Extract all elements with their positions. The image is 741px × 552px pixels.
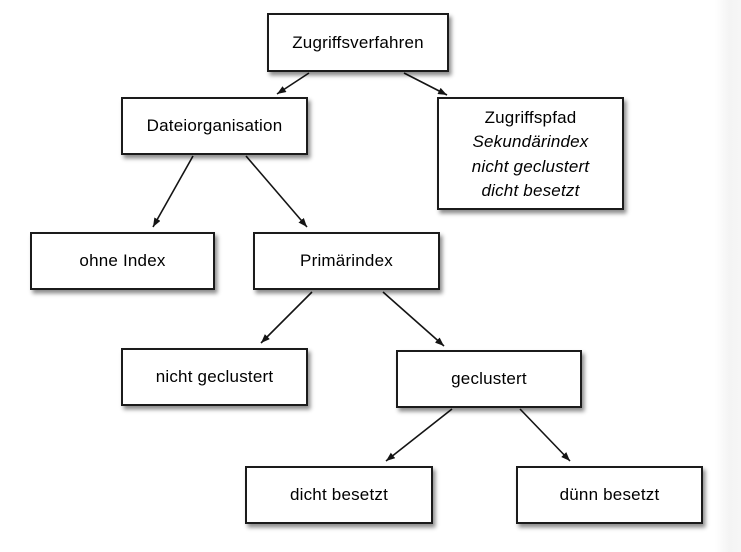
arrow-primaerindex-geclustert [382, 291, 445, 347]
node-label: dicht besetzt [289, 485, 389, 504]
node-label-line: dicht besetzt [481, 181, 580, 200]
arrow-geclustert-duenn-besetzt [519, 408, 571, 462]
node-ohne-index: ohne Index [30, 232, 215, 290]
node-label: Dateiorganisation [146, 116, 283, 135]
node-label: geclustert [451, 369, 527, 388]
arrow-primaerindex-nicht-geclustert [260, 291, 313, 344]
node-zugriffsverfahren: Zugriffsverfahren [267, 13, 449, 72]
node-label: nicht geclustert [155, 367, 274, 386]
node-nicht-geclustert: nicht geclustert [121, 348, 308, 406]
arrow-dateiorganisation-primaerindex [245, 155, 308, 228]
node-duenn-besetzt: dünn besetzt [516, 466, 703, 524]
arrow-zugriffsverfahren-zugriffspfad [403, 72, 448, 96]
arrow-geclustert-dicht-besetzt [385, 408, 453, 462]
node-dicht-besetzt: dicht besetzt [245, 466, 433, 524]
node-primaerindex: Primärindex [253, 232, 440, 290]
node-geclustert: geclustert [396, 350, 582, 408]
node-label: Zugriffsverfahren [292, 32, 424, 52]
node-label-line: Zugriffspfad [484, 107, 577, 127]
arrow-dateiorganisation-ohne-index [152, 155, 194, 228]
node-label-line: nicht geclustert [471, 156, 590, 176]
node-label: Primärindex [300, 251, 393, 270]
page-edge-strip [715, 0, 741, 552]
node-label: ohne Index [79, 251, 166, 270]
node-zugriffspfad: Zugriffspfad Sekundärindex nicht geclust… [437, 97, 624, 210]
arrow-zugriffsverfahren-dateiorganisation [276, 72, 310, 95]
node-label-line: Sekundärindex [472, 132, 589, 151]
node-label: dünn besetzt [559, 485, 660, 504]
node-dateiorganisation: Dateiorganisation [121, 97, 308, 155]
